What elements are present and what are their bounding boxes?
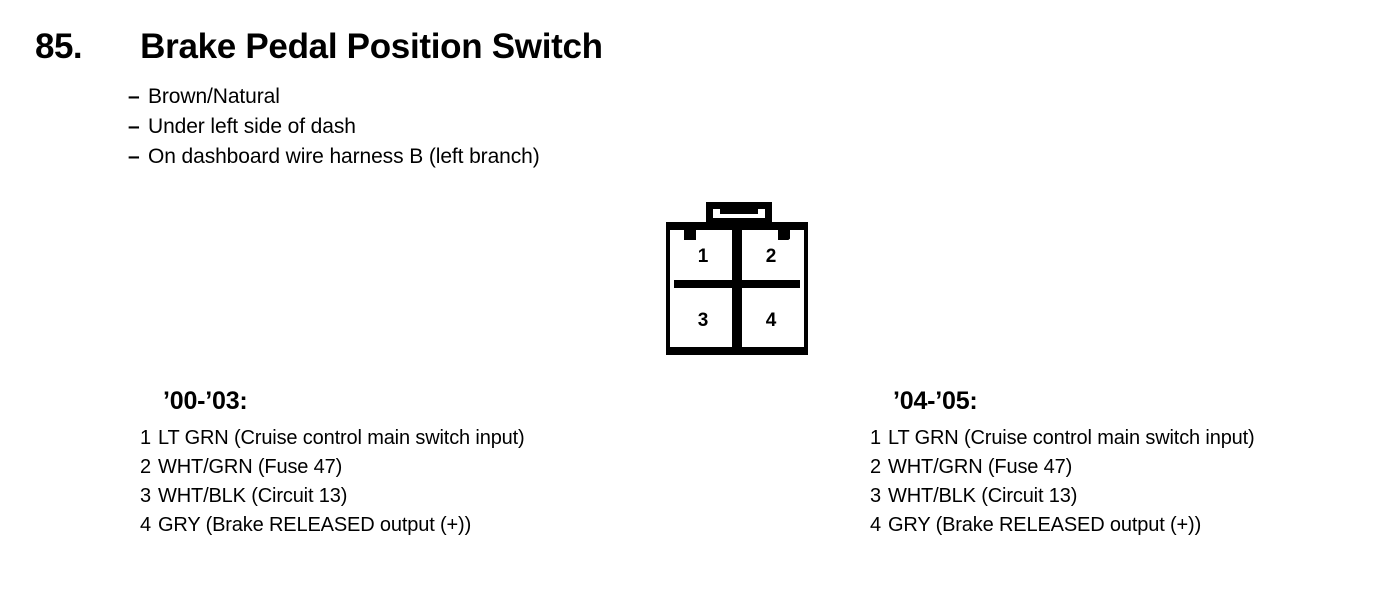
pin-number: 1: [140, 427, 151, 449]
pin-number: 4: [140, 514, 151, 536]
list-item: –Under left side of dash: [128, 112, 540, 142]
list-item-label: Under left side of dash: [148, 115, 356, 138]
pin-number: 1: [870, 427, 881, 449]
pin-row: 4 GRY (Brake RELEASED output (+)): [870, 511, 1255, 540]
pin-row: 2 WHT/GRN (Fuse 47): [870, 453, 1255, 482]
connector-locking-tab: [706, 202, 772, 224]
list-item: –Brown/Natural: [128, 82, 540, 112]
pin-list: 1 LT GRN (Cruise control main switch inpu…: [140, 424, 525, 540]
list-item: –On dashboard wire harness B (left branc…: [128, 142, 540, 172]
connector-diagram: 1 2 3 4: [660, 196, 816, 362]
pin-description: WHT/GRN (Fuse 47): [888, 456, 1073, 478]
page-title: 85. Brake Pedal Position Switch: [35, 27, 603, 67]
dash-icon: –: [128, 85, 140, 108]
pin-row: 3 WHT/BLK (Circuit 13): [870, 482, 1255, 511]
description-list: –Brown/Natural –Under left side of dash …: [128, 82, 540, 172]
pin-list: 1 LT GRN (Cruise control main switch inpu…: [870, 424, 1255, 540]
pin-number: 2: [140, 456, 151, 478]
item-number: 85.: [35, 27, 83, 66]
pinout-column-04-05: ’04-’05: 1 LT GRN (Cruise control main sw…: [870, 386, 1255, 540]
pin-row: 1 LT GRN (Cruise control main switch inpu…: [140, 424, 525, 453]
cavity-label-3: 3: [698, 310, 709, 331]
pin-description: LT GRN (Cruise control main switch input…: [888, 427, 1255, 449]
pin-row: 2 WHT/GRN (Fuse 47): [140, 453, 525, 482]
cavity-label-2: 2: [766, 246, 777, 267]
pin-description: LT GRN (Cruise control main switch input…: [158, 427, 525, 449]
title-text: Brake Pedal Position Switch: [140, 27, 603, 66]
cavity-label-4: 4: [766, 310, 777, 331]
pin-number: 4: [870, 514, 881, 536]
dash-icon: –: [128, 115, 140, 138]
pinout-heading: ’04-’05:: [893, 387, 978, 415]
pinout-heading: ’00-’03:: [163, 387, 248, 415]
pin-number: 3: [140, 485, 151, 507]
pin-number: 2: [870, 456, 881, 478]
pin-row: 3 WHT/BLK (Circuit 13): [140, 482, 525, 511]
list-item-label: On dashboard wire harness B (left branch…: [148, 145, 540, 168]
pin-description: WHT/BLK (Circuit 13): [158, 485, 348, 507]
dash-icon: –: [128, 145, 140, 168]
cavity-label-1: 1: [698, 246, 709, 267]
connector-body: [666, 222, 808, 355]
pin-description: WHT/GRN (Fuse 47): [158, 456, 343, 478]
pin-number: 3: [870, 485, 881, 507]
pinout-column-00-03: ’00-’03: 1 LT GRN (Cruise control main sw…: [140, 386, 525, 540]
pin-row: 1 LT GRN (Cruise control main switch inpu…: [870, 424, 1255, 453]
pin-row: 4 GRY (Brake RELEASED output (+)): [140, 511, 525, 540]
pin-description: WHT/BLK (Circuit 13): [888, 485, 1078, 507]
pin-description: GRY (Brake RELEASED output (+)): [888, 514, 1202, 536]
pin-description: GRY (Brake RELEASED output (+)): [158, 514, 472, 536]
list-item-label: Brown/Natural: [148, 85, 280, 108]
